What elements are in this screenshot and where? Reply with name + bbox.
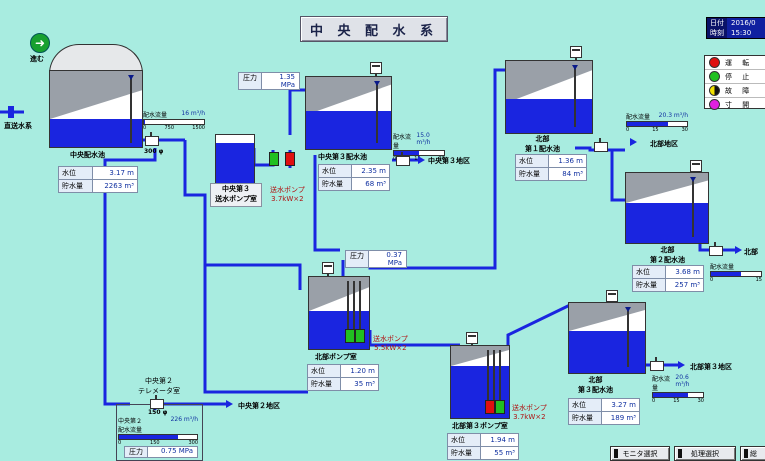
pump-1-icon[interactable] bbox=[485, 400, 495, 414]
arrow-right-icon: ➜ bbox=[34, 36, 46, 50]
level-sensor-icon bbox=[322, 262, 334, 278]
central-reservoir-name: 中央配水池 bbox=[70, 151, 105, 159]
level-sensor-icon bbox=[466, 332, 478, 348]
north2-valve-icon[interactable] bbox=[709, 242, 723, 256]
level-sensor-icon bbox=[570, 46, 582, 62]
pump-1-icon[interactable] bbox=[345, 329, 355, 343]
north3-valve-icon[interactable] bbox=[650, 357, 664, 371]
pump-2-icon[interactable] bbox=[495, 400, 505, 414]
level-sensor-icon bbox=[606, 290, 618, 306]
level-marker-icon bbox=[572, 65, 578, 70]
process-select-button[interactable]: 処理選択 bbox=[674, 446, 736, 461]
legend-item-fault: 故 障 bbox=[705, 84, 765, 98]
central3-pump-station-name: 中央第３ 送水ポンプ室 bbox=[210, 183, 262, 207]
go-forward-button[interactable]: ➜ bbox=[30, 33, 50, 53]
legend-item-stopped: 停 止 bbox=[705, 70, 765, 84]
legend-item-running: 運 転 bbox=[705, 56, 765, 70]
level-marker-icon bbox=[625, 307, 631, 312]
arrow-right-icon bbox=[678, 361, 685, 369]
yellow-dot-icon bbox=[709, 85, 720, 96]
go-forward-label: 進む bbox=[30, 55, 44, 63]
north1-valve-icon[interactable] bbox=[594, 138, 608, 152]
arrow-right-icon bbox=[226, 400, 233, 408]
red-dot-icon bbox=[709, 57, 720, 68]
central2-valve-icon[interactable] bbox=[150, 395, 164, 409]
level-marker-icon bbox=[128, 75, 134, 80]
level-sensor-icon bbox=[690, 160, 702, 176]
legend-item-open: 寸 開 bbox=[705, 98, 765, 111]
status-legend: 運 転 停 止 故 障 寸 開 bbox=[704, 55, 765, 111]
level-marker-icon bbox=[690, 177, 696, 182]
central-volume-value: 2263 m³ bbox=[92, 179, 138, 193]
monitor-select-button[interactable]: モニタ選択 bbox=[610, 446, 670, 461]
total-button[interactable]: 総 bbox=[740, 446, 765, 461]
level-sensor-icon bbox=[370, 62, 382, 78]
level-marker-icon bbox=[374, 81, 380, 86]
pump-1-icon[interactable] bbox=[269, 152, 279, 166]
inlet-label: 直送水系 bbox=[4, 122, 32, 130]
arrow-right-icon bbox=[630, 138, 637, 146]
page-title: 中 央 配 水 系 bbox=[300, 16, 448, 42]
pump-2-icon[interactable] bbox=[285, 152, 295, 166]
pump-2-icon[interactable] bbox=[355, 329, 365, 343]
magenta-dot-icon bbox=[709, 99, 720, 110]
arrow-right-icon bbox=[735, 246, 742, 254]
time-value: 15:30 bbox=[731, 29, 752, 37]
central-valve-icon[interactable] bbox=[145, 132, 159, 146]
inlet-pipe-stub bbox=[8, 106, 14, 118]
green-dot-icon bbox=[709, 71, 720, 82]
arrow-right-icon bbox=[418, 156, 425, 164]
date-value: 2016/0 bbox=[731, 19, 756, 27]
central-level-value: 3.17 m bbox=[92, 166, 138, 180]
central3-valve-icon[interactable] bbox=[396, 152, 410, 166]
